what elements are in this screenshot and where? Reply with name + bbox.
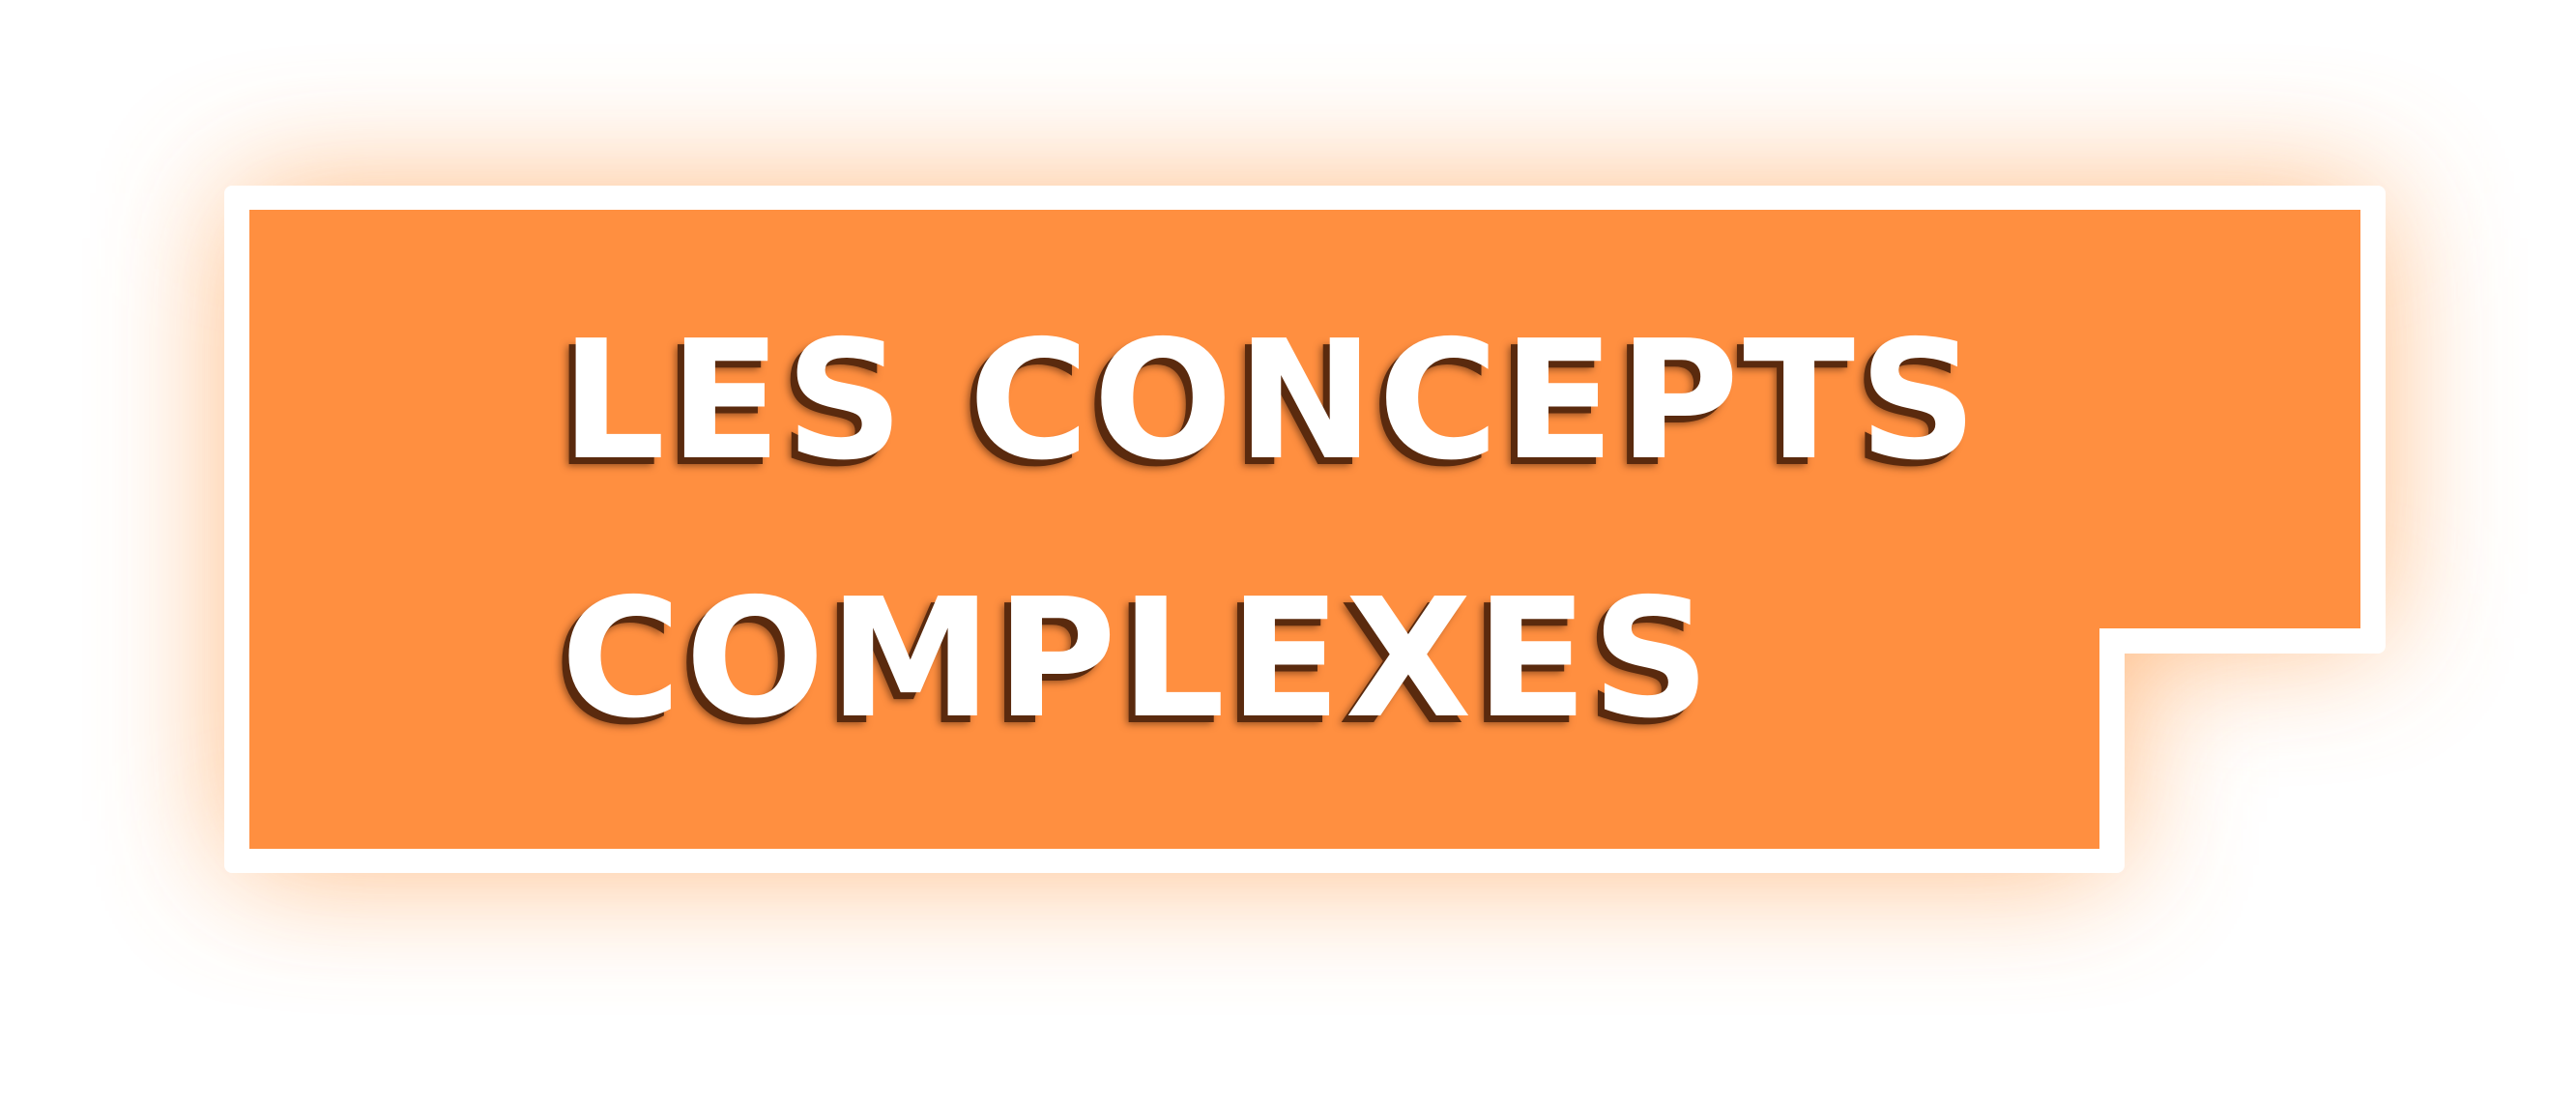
banner-title-line-2: COMPLEXES xyxy=(561,564,1715,755)
banner-title-line-1: LES CONCEPTS xyxy=(561,305,1982,497)
panel-fill xyxy=(249,210,2360,849)
